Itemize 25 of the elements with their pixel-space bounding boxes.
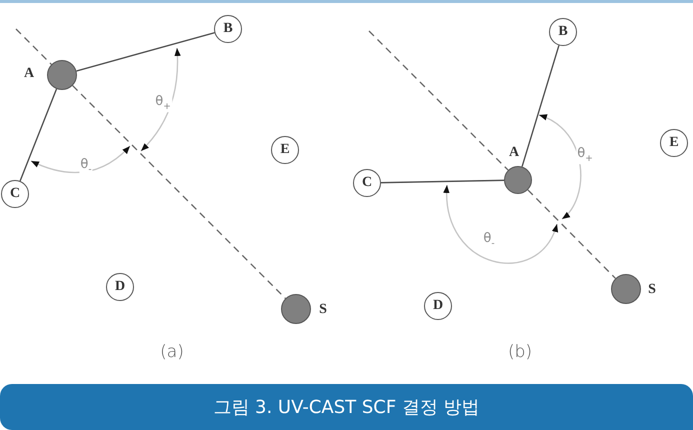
dashed-line xyxy=(527,189,616,279)
node-circle: C xyxy=(1,180,29,208)
node-label: A xyxy=(23,66,35,82)
node-label: S xyxy=(318,302,328,318)
node-circle: E xyxy=(660,129,688,157)
node-circle: C xyxy=(353,169,381,197)
panel-label: (b) xyxy=(508,342,532,362)
node-circle: D xyxy=(106,273,134,301)
node-circle: D xyxy=(424,292,452,320)
node-circle: B xyxy=(214,15,242,43)
node-label: A xyxy=(508,145,520,161)
connector-line xyxy=(521,45,560,167)
node-circle: B xyxy=(549,18,577,46)
caption-banner: 그림 3. UV-CAST SCF 결정 방법 xyxy=(0,384,693,430)
connector-line xyxy=(20,88,58,182)
angle-label: θ$_{+}$ xyxy=(154,94,172,112)
dashed-line xyxy=(72,85,286,299)
connector-line xyxy=(76,32,215,72)
angle-label: θ$_{+}$ xyxy=(576,146,594,164)
dashed-line xyxy=(368,30,509,171)
dashed-line xyxy=(16,28,52,65)
node-label: S xyxy=(647,282,657,298)
node-circle: E xyxy=(271,136,299,164)
panel-label: (a) xyxy=(160,342,184,362)
angle-label: θ$_{-}$ xyxy=(79,157,93,175)
